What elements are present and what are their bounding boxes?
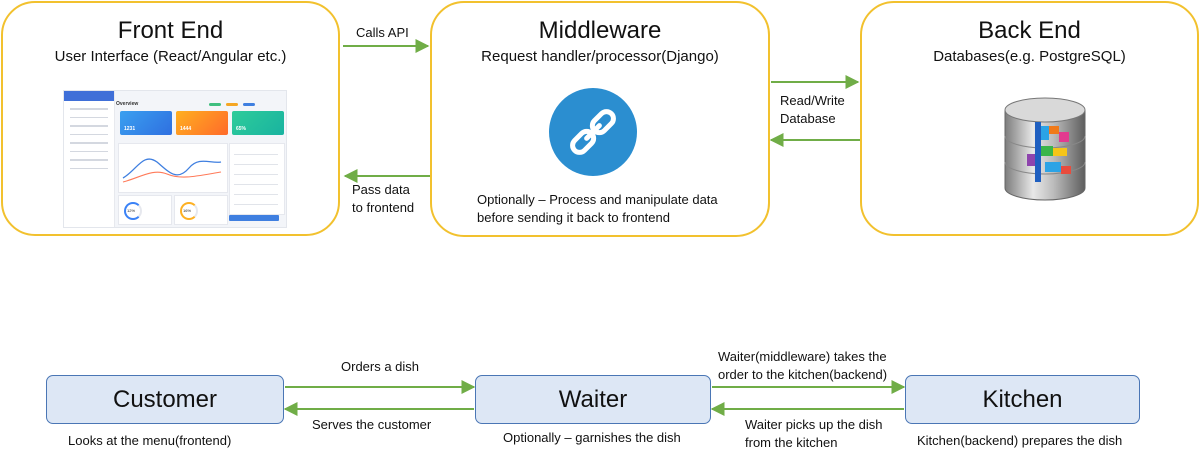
dashboard-preview-image: Overview 1231 1444 65% 12% 16% xyxy=(63,90,287,228)
kitchen-box: Kitchen xyxy=(905,375,1140,424)
read-write-line1: Read/Write xyxy=(780,93,845,108)
waiter-takes-line2: order to the kitchen(backend) xyxy=(718,367,888,382)
dashboard-traffic-panel: 12% xyxy=(118,195,172,225)
dashboard-chart-panel xyxy=(118,143,228,193)
dashboard-stats-panel: 16% xyxy=(174,195,228,225)
waiter-takes-label: Waiter(middleware) takes the order to th… xyxy=(718,348,887,384)
waiter-picks-label: Waiter picks up the dish from the kitche… xyxy=(745,416,883,452)
dashboard-card-value: 65% xyxy=(236,126,247,132)
dashboard-card-value: 1444 xyxy=(180,126,192,132)
back-end-subtitle: Databases(e.g. PostgreSQL) xyxy=(933,48,1126,65)
dashboard-header: Overview xyxy=(116,101,139,107)
back-end-title: Back End xyxy=(978,17,1081,44)
serves-customer-label: Serves the customer xyxy=(312,417,432,432)
dashboard-card: 1231 xyxy=(120,111,172,135)
middleware-title: Middleware xyxy=(538,17,662,44)
middleware-note-line1: Optionally – Process and manipulate data xyxy=(477,192,718,207)
read-write-label: Read/Write Database xyxy=(780,92,845,128)
middleware-note-line2: before sending it back to frontend xyxy=(477,210,670,225)
dashboard-activity-panel xyxy=(229,143,285,215)
orders-dish-label: Orders a dish xyxy=(341,359,420,374)
waiter-takes-line1: Waiter(middleware) takes the xyxy=(718,349,887,364)
waiter-picks-line1: Waiter picks up the dish xyxy=(745,417,883,432)
dashboard-card-value: 1231 xyxy=(124,126,136,132)
waiter-caption: Optionally – garnishes the dish xyxy=(503,430,681,445)
read-write-line2: Database xyxy=(780,111,836,126)
link-icon xyxy=(549,88,637,176)
customer-caption: Looks at the menu(frontend) xyxy=(68,433,232,448)
pass-data-line1: Pass data xyxy=(352,182,410,197)
middleware-subtitle: Request handler/processor(Django) xyxy=(481,48,719,65)
dashboard-ring-value: 12% xyxy=(127,208,136,213)
dashboard-ring-value: 16% xyxy=(183,208,192,213)
front-end-title: Front End xyxy=(117,17,224,44)
kitchen-label: Kitchen xyxy=(982,385,1063,413)
waiter-label: Waiter xyxy=(558,385,628,413)
waiter-picks-line2: from the kitchen xyxy=(745,435,838,450)
dashboard-card: 65% xyxy=(232,111,284,135)
pass-data-label: Pass data to frontend xyxy=(352,181,414,217)
customer-box: Customer xyxy=(46,375,284,424)
front-end-subtitle: User Interface (React/Angular etc.) xyxy=(54,48,287,65)
dashboard-card: 1444 xyxy=(176,111,228,135)
calls-api-label: Calls API xyxy=(356,25,409,40)
database-icon xyxy=(1001,96,1089,202)
pass-data-line2: to frontend xyxy=(352,200,415,215)
customer-label: Customer xyxy=(112,385,218,413)
kitchen-caption: Kitchen(backend) prepares the dish xyxy=(917,433,1123,448)
dashboard-button xyxy=(229,215,279,221)
dashboard-sidebar xyxy=(64,91,115,227)
waiter-box: Waiter xyxy=(475,375,711,424)
middleware-note: Optionally – Process and manipulate data… xyxy=(477,191,777,227)
